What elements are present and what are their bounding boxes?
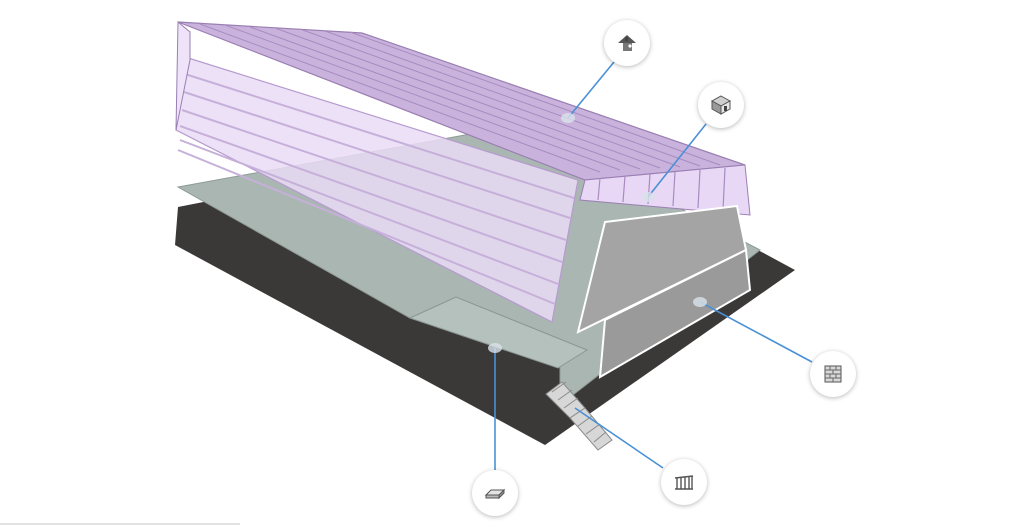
leader-mass: [647, 123, 707, 198]
callout-wall[interactable]: [810, 351, 856, 397]
roof-icon: [618, 35, 636, 51]
callout-floor[interactable]: [472, 470, 518, 516]
leader-lines: [494, 61, 813, 472]
bottom-divider: [0, 523, 240, 525]
callout-roof[interactable]: [604, 20, 650, 66]
leader-anchor-dots: [488, 113, 707, 353]
callout-stair[interactable]: [661, 459, 707, 505]
glass-mullions: [177, 73, 575, 305]
leader-wall: [699, 301, 813, 363]
roof-fascia: [579, 164, 751, 216]
roof-fascia-ribs: [597, 167, 726, 211]
floor-slab-inset: [408, 296, 589, 369]
mass-box-icon: [710, 95, 732, 115]
callout-mass[interactable]: [698, 82, 744, 128]
end-wall-lower: [598, 248, 752, 379]
brick-wall-icon: [824, 365, 842, 383]
roof-gable-end: [175, 20, 191, 131]
leader-roof: [567, 61, 615, 119]
leader-stair: [574, 407, 664, 469]
stair-railing-icon: [674, 475, 694, 490]
roof-ribs: [199, 23, 721, 173]
floor-slab-icon: [484, 488, 506, 500]
